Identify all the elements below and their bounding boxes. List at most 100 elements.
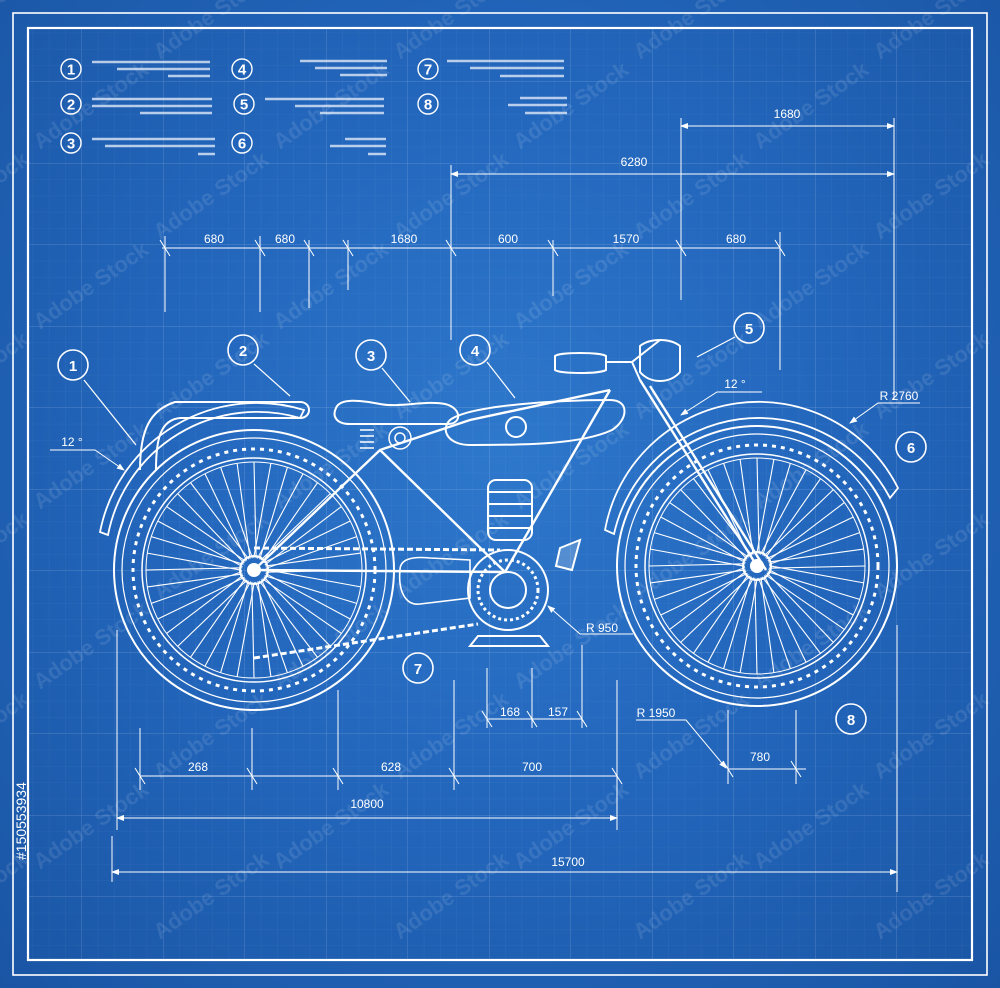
spoke bbox=[147, 573, 243, 588]
dim-1680-row: 1680 bbox=[391, 232, 418, 246]
spoke bbox=[758, 577, 791, 669]
spoke bbox=[648, 563, 746, 567]
spoke bbox=[204, 581, 252, 667]
spoke bbox=[145, 567, 243, 571]
stock-id: #150553934 bbox=[13, 782, 29, 860]
grid bbox=[28, 28, 972, 960]
spoke bbox=[177, 493, 245, 564]
dim-r-1950: R 1950 bbox=[637, 706, 676, 720]
spoke bbox=[261, 578, 342, 634]
dim-1680-top: 1680 bbox=[774, 107, 801, 121]
legend-markers: 1 2 3 4 5 6 7 8 bbox=[60, 58, 439, 154]
spoke bbox=[756, 459, 775, 555]
spoke bbox=[768, 548, 864, 563]
spoke bbox=[680, 575, 751, 643]
spoke bbox=[669, 502, 750, 558]
dim-700: 700 bbox=[522, 760, 542, 774]
spoke bbox=[264, 506, 342, 566]
spoke bbox=[654, 532, 747, 561]
dim-157: 157 bbox=[548, 705, 568, 719]
dim-268: 268 bbox=[188, 760, 208, 774]
svg-text:7: 7 bbox=[424, 62, 432, 79]
dimension-lines bbox=[50, 118, 920, 892]
dim-10800: 10800 bbox=[350, 797, 384, 811]
spoke bbox=[768, 532, 860, 565]
dimension-labels: 1680 6280 680 680 1680 600 1570 680 R 27… bbox=[61, 107, 918, 869]
spoke bbox=[151, 571, 243, 604]
legend-marker-3: 3 bbox=[60, 132, 82, 154]
spoke bbox=[190, 482, 250, 560]
legend-marker-4: 4 bbox=[231, 58, 253, 80]
callout-8: 8 bbox=[835, 703, 867, 735]
spoke bbox=[763, 489, 834, 557]
spoke bbox=[265, 536, 357, 569]
spoke bbox=[739, 577, 758, 673]
spoke bbox=[256, 473, 304, 559]
rear-wheel bbox=[113, 429, 395, 711]
svg-text:4: 4 bbox=[238, 62, 247, 79]
callouts: 1 2 3 4 5 6 7 8 bbox=[57, 312, 927, 735]
callout-7: 7 bbox=[402, 652, 434, 684]
spoke bbox=[723, 576, 752, 669]
svg-text:7: 7 bbox=[414, 661, 422, 678]
callout-leaders bbox=[83, 336, 736, 446]
legend-marker-6: 6 bbox=[231, 132, 253, 154]
legend bbox=[92, 59, 567, 156]
spoke bbox=[260, 579, 304, 667]
spoke bbox=[693, 573, 749, 654]
dim-780: 780 bbox=[750, 750, 770, 764]
luggage-rack bbox=[139, 401, 310, 471]
spoke bbox=[251, 581, 255, 679]
svg-text:5: 5 bbox=[240, 97, 248, 114]
spoke bbox=[764, 574, 845, 630]
seat-spring bbox=[360, 426, 412, 450]
svg-text:4: 4 bbox=[471, 343, 480, 360]
svg-text:2: 2 bbox=[239, 343, 247, 360]
dim-680-b: 680 bbox=[275, 232, 295, 246]
spoke bbox=[204, 473, 248, 561]
spoke bbox=[650, 569, 746, 584]
spoke bbox=[265, 569, 361, 588]
legend-marker-8: 8 bbox=[417, 93, 439, 115]
spoke bbox=[762, 463, 791, 556]
svg-text:3: 3 bbox=[367, 348, 375, 365]
spoke bbox=[680, 489, 748, 560]
svg-text:2: 2 bbox=[67, 97, 75, 114]
svg-text:3: 3 bbox=[67, 136, 75, 153]
engine bbox=[467, 479, 582, 647]
legend-marker-1: 1 bbox=[60, 58, 82, 80]
spoke bbox=[259, 467, 288, 560]
callout-2: 2 bbox=[227, 334, 259, 366]
svg-text:1: 1 bbox=[69, 358, 77, 375]
legend-marker-2: 2 bbox=[60, 93, 82, 115]
svg-text:8: 8 bbox=[424, 97, 432, 114]
dim-1570: 1570 bbox=[613, 232, 640, 246]
spoke bbox=[220, 467, 253, 559]
fuel-tank bbox=[444, 398, 626, 447]
spoke bbox=[253, 461, 257, 559]
spoke bbox=[654, 567, 746, 600]
spoke bbox=[707, 577, 755, 663]
spoke bbox=[263, 576, 331, 647]
spoke bbox=[660, 516, 746, 564]
spoke bbox=[765, 478, 821, 559]
spoke bbox=[650, 548, 746, 567]
spoke bbox=[151, 536, 244, 565]
seat bbox=[333, 399, 460, 425]
callout-5: 5 bbox=[733, 312, 765, 344]
spoke bbox=[761, 576, 821, 654]
svg-text:6: 6 bbox=[238, 136, 246, 153]
spoke bbox=[147, 552, 243, 571]
spoke bbox=[264, 575, 357, 604]
handlebar bbox=[554, 339, 681, 382]
spoke bbox=[262, 482, 318, 563]
spoke bbox=[265, 572, 351, 620]
spoke bbox=[766, 516, 854, 560]
svg-text:1: 1 bbox=[67, 62, 75, 79]
spoke bbox=[739, 459, 754, 555]
frame bbox=[253, 379, 768, 574]
legend-marker-7: 7 bbox=[417, 58, 439, 80]
dim-680-a: 680 bbox=[204, 232, 224, 246]
spoke bbox=[759, 469, 807, 555]
